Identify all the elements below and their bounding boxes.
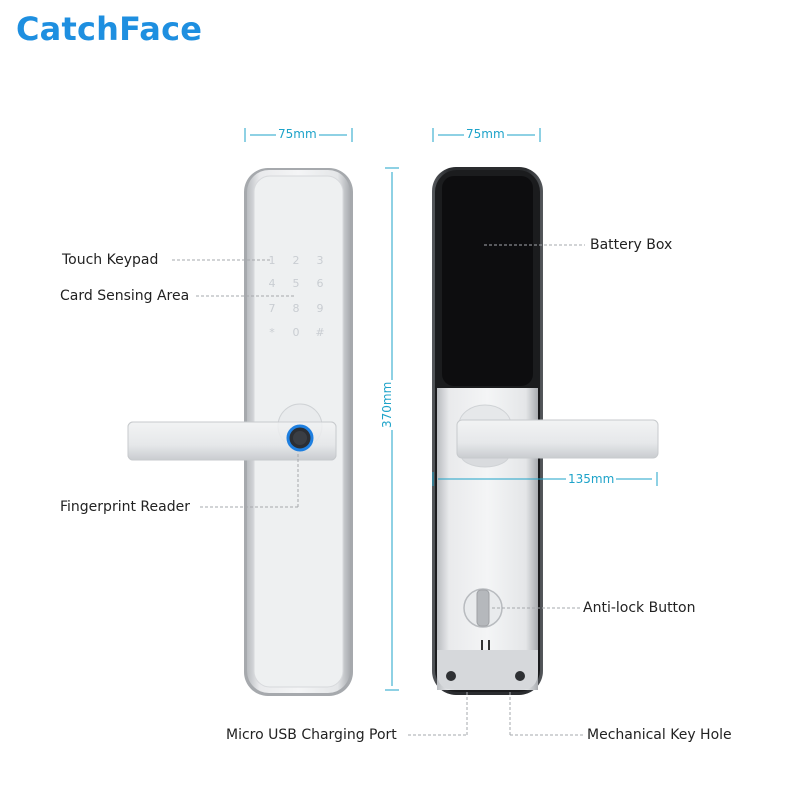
usb-port-slots — [481, 640, 490, 650]
anti-lock-knob — [463, 588, 503, 628]
dim-handle-length: 135mm — [566, 472, 617, 486]
key-2: 2 — [292, 254, 300, 267]
key-hash: # — [315, 326, 325, 339]
fingerprint-sensor — [286, 424, 314, 452]
label-anti-lock: Anti-lock Button — [583, 600, 696, 616]
dim-back-width: 75mm — [464, 127, 507, 141]
key-3: 3 — [316, 254, 324, 267]
label-key-hole: Mechanical Key Hole — [587, 727, 732, 743]
key-star: * — [269, 326, 275, 339]
label-fingerprint: Fingerprint Reader — [60, 499, 190, 515]
back-handle — [456, 404, 659, 468]
key-4: 4 — [268, 277, 276, 290]
key-9: 9 — [316, 302, 324, 315]
label-battery-box: Battery Box — [590, 237, 673, 253]
label-touch-keypad: Touch Keypad — [62, 252, 159, 268]
key-7: 7 — [268, 302, 276, 315]
brand-logo: CatchFace — [16, 10, 203, 48]
key-6: 6 — [316, 277, 324, 290]
bottom-screws — [446, 671, 525, 681]
key-0: 0 — [292, 326, 300, 339]
label-usb-port: Micro USB Charging Port — [226, 727, 397, 743]
leader-lines — [172, 244, 585, 736]
key-8: 8 — [292, 302, 300, 315]
label-card-sensing: Card Sensing Area — [60, 288, 190, 304]
key-1: 1 — [268, 254, 276, 267]
key-5: 5 — [292, 277, 300, 290]
dim-front-width: 75mm — [276, 127, 319, 141]
dim-height: 370mm — [380, 379, 394, 430]
